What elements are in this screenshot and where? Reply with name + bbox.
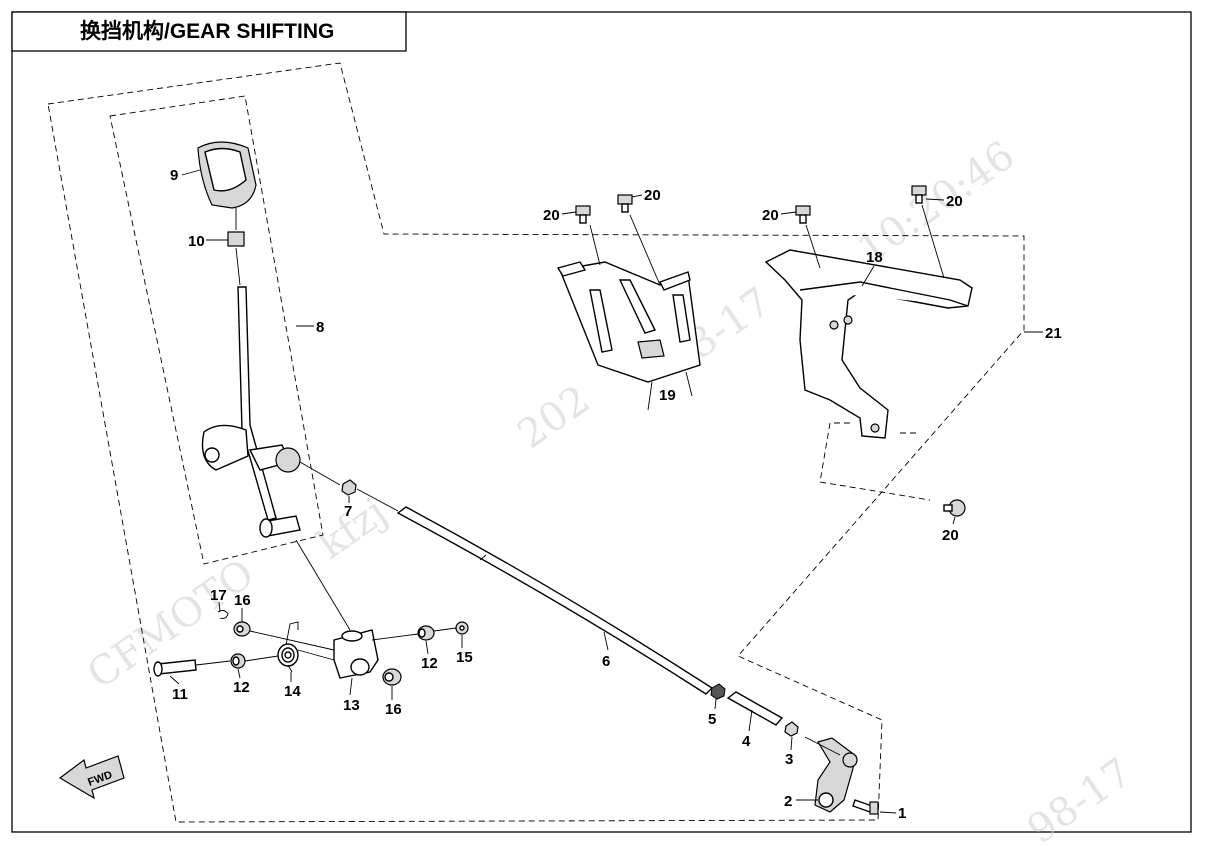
svg-text:16: 16 (234, 592, 251, 609)
bolt-1 (852, 799, 879, 815)
svg-text:21: 21 (1045, 325, 1062, 342)
pivot-pin-11 (153, 659, 197, 677)
bracket-19 (556, 261, 701, 383)
svg-text:1: 1 (898, 805, 906, 822)
svg-text:15: 15 (456, 649, 473, 666)
pivot-lever-13 (333, 629, 379, 679)
svg-text:4: 4 (742, 733, 751, 750)
callouts: 9 10 8 7 17 16 11 12 14 13 16 12 15 6 5 … (169, 167, 1062, 822)
svg-text:13: 13 (343, 697, 360, 714)
svg-text:12: 12 (421, 655, 438, 672)
bolt-20e (943, 499, 966, 517)
bolt-20a (575, 205, 591, 224)
shift-arm-2 (814, 737, 858, 813)
svg-text:7: 7 (344, 503, 352, 520)
svg-text:11: 11 (172, 686, 188, 703)
outer-frame (11, 11, 1192, 833)
svg-text:12: 12 (233, 679, 250, 696)
bushing-12b (417, 625, 435, 641)
shift-rod-6 (396, 506, 714, 695)
title-box (11, 11, 407, 52)
bolt-20c (795, 205, 811, 224)
nut-7 (341, 479, 357, 496)
svg-text:20: 20 (942, 527, 959, 544)
svg-text:9: 9 (170, 167, 178, 184)
nut-3 (784, 721, 799, 737)
bracket-link-dash (819, 422, 931, 501)
rod-end-4 (726, 691, 784, 726)
nut-5 (710, 683, 726, 700)
spring-14 (277, 621, 299, 673)
svg-text:2: 2 (784, 793, 792, 810)
shift-lever-8 (201, 286, 301, 538)
svg-text:19: 19 (659, 387, 676, 404)
svg-text:16: 16 (385, 701, 402, 718)
knob-bushing-10 (227, 231, 245, 247)
svg-text:17: 17 (210, 587, 227, 604)
svg-text:18: 18 (866, 249, 883, 266)
clip-17 (217, 609, 229, 619)
svg-text:20: 20 (762, 207, 779, 224)
page-title: 换挡机构/GEAR SHIFTING (80, 19, 334, 43)
shift-knob-9 (197, 141, 257, 209)
svg-text:5: 5 (708, 711, 716, 728)
washer-16a (233, 621, 251, 637)
bushing-12a (230, 653, 246, 669)
subassembly-boundary-8 (109, 95, 324, 565)
svg-text:20: 20 (543, 207, 560, 224)
bracket-18 (764, 249, 973, 439)
svg-text:20: 20 (644, 187, 661, 204)
svg-text:8: 8 (316, 319, 324, 336)
svg-text:10: 10 (188, 233, 205, 250)
washer-15 (455, 621, 469, 635)
explode-lines (195, 204, 945, 756)
svg-text:14: 14 (284, 683, 301, 700)
fwd-arrow-icon: FWD (58, 755, 125, 800)
washer-16b (382, 668, 402, 686)
svg-text:20: 20 (946, 193, 963, 210)
svg-text:202: 202 (509, 377, 598, 458)
bolt-20d (911, 185, 927, 204)
assembly-boundary-21 (47, 62, 1025, 823)
svg-text:3: 3 (785, 751, 793, 768)
svg-text:6: 6 (602, 653, 610, 670)
bolt-20b (617, 194, 633, 213)
